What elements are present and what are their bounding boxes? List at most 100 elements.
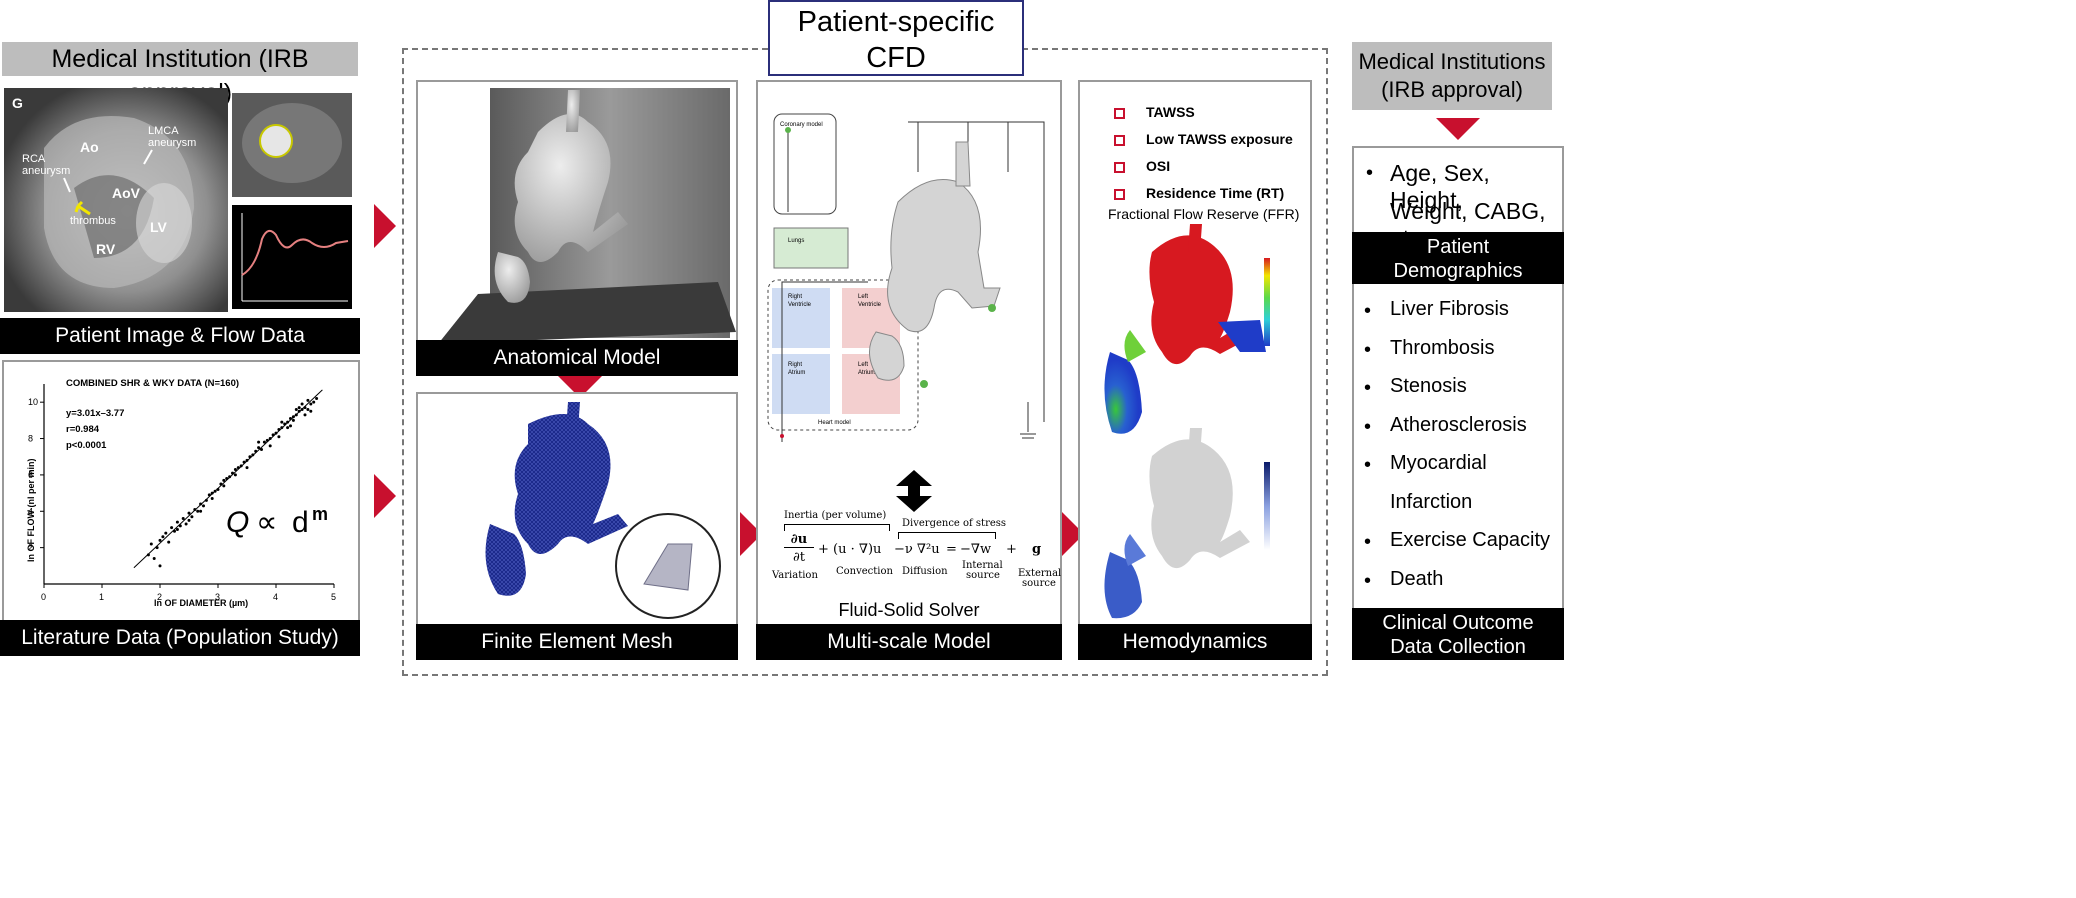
institution-right-line2: (IRB approval) [1381,77,1523,102]
scatter-point [155,546,159,550]
literature-caption-bar: Literature Data (Population Study) [0,620,360,656]
eq-external-label-2: source [1022,578,1056,589]
y-tick-label: 6 [28,470,33,480]
double-arrow-icon [896,470,932,512]
scatter-p-value: p<0.0001 [66,440,107,451]
legend-marker [1114,189,1125,200]
legend-marker [1114,162,1125,173]
legend-marker [1114,135,1125,146]
mri-drawing: G Ao LMCA aneurysm RCA aneurysm AoV thro… [4,88,228,312]
outcome-bar-line1: Clinical Outcome [1382,612,1534,634]
scatter-point [222,484,226,488]
formula-q: Q [226,506,249,539]
anatomical-caption-text: Anatomical Model [493,346,661,369]
circuit-rv2: Ventricle [788,302,812,308]
scatter-point [207,493,211,497]
eq-equals: = [946,542,957,557]
scatter-point [181,517,185,521]
eq-external-label: External [1018,568,1062,579]
scatter-point [291,415,295,419]
mri-image: G Ao LMCA aneurysm RCA aneurysm AoV thro… [4,88,228,312]
legend-item-label: Residence Time (RT) [1146,185,1285,201]
anatomical-drawing [438,88,736,344]
outcome-bullet: • [1364,569,1372,592]
eq-convection-term: + (u · ∇)u [818,542,882,557]
scatter-point [219,482,223,486]
cross-section-drawing [232,93,352,197]
literature-panel: COMBINED SHR & WKY DATA (N=160) y=3.01x–… [2,360,360,622]
scatter-point [303,406,307,410]
eq-external-term: g [1032,542,1042,557]
scatter-point [251,453,255,457]
outcome-item: Exercise Capacity [1390,529,1551,551]
eq-diffusion-term: −ν ∇²u [894,542,940,557]
outcome-item: Myocardial [1390,452,1487,474]
scatter-point [149,542,153,546]
circuit-ra2: Atrium [788,370,805,376]
scatter-equation: y=3.01x–3.77 [66,408,124,419]
scatter-point [283,422,287,426]
label-lmca-2: aneurysm [148,137,196,149]
multiscale-panel: Coronary model Lungs Right Ventricle Lef… [756,80,1062,660]
scatter-point [271,433,275,437]
scatter-point [245,466,249,470]
outcome-item: Infarction [1390,490,1473,513]
scatter-point [228,475,232,479]
formula-d: d [292,506,309,539]
scatter-point [187,518,191,522]
scatter-point [146,553,150,557]
y-tick-label: 10 [28,397,38,407]
scatter-point [315,397,319,401]
formula-prop: ∝ [256,506,277,539]
legend-item-label: OSI [1146,158,1171,174]
scatter-point [239,464,243,468]
scatter-point [202,504,205,508]
scatter-point [233,467,237,471]
scatter-point [213,489,217,493]
outcomes-list: •Liver Fibrosis•Thrombosis•Stenosis•Athe… [1352,290,1564,610]
scatter-point [173,529,176,533]
multiscale-caption-bar: Multi-scale Model [756,624,1062,660]
hemo-caption-bar: Hemodynamics [1078,624,1312,660]
scatter-point [242,460,246,464]
image-caption-bar: Patient Image & Flow Data [0,318,360,354]
scatter-point [277,427,281,431]
mri-cross-section [232,93,352,197]
scatter-point [199,509,203,513]
scatter-point [291,418,295,422]
scatter-point [210,491,214,495]
circuit-la2: Atrium [858,370,875,376]
scatter-point [280,426,284,430]
demographics-bar: Patient Demographics [1352,232,1564,284]
x-tick-label: 0 [41,592,46,602]
scatter-axes [43,384,334,585]
scatter-ylabel: ln OF FLOW (nl per min) [26,459,36,563]
flow-waveform [232,205,352,309]
eq-internal-label-2: source [966,570,1000,581]
outcome-bullet: • [1364,531,1372,553]
scatter-point [300,407,304,411]
anatomical-caption-bar: Anatomical Model [416,340,738,376]
institution-label-left: Medical Institution (IRB approval) [2,42,358,107]
eq-divergence-label: Divergence of stress [902,518,1007,529]
label-rv: RV [96,241,116,257]
scatter-point [167,540,171,544]
scatter-point [286,426,290,430]
scatter-point [265,438,269,442]
scatter-point [184,522,188,526]
scatter-point [294,413,298,417]
y-tick-label: 2 [28,543,33,553]
scatter-point [193,507,197,511]
scatter-point [262,440,266,444]
multiscale-caption-text: Multi-scale Model [827,630,991,653]
outcome-item: Atherosclerosis [1390,413,1527,436]
scatter-point [309,402,313,406]
scatter-chart: COMBINED SHR & WKY DATA (N=160) y=3.01x–… [26,378,336,608]
scatter-point [257,446,261,450]
scatter-point [268,437,272,441]
label-aov: AoV [112,185,141,201]
scatter-point [274,431,278,435]
x-tick-label: 1 [99,592,104,602]
eq-convection-label: Convection [836,566,893,577]
